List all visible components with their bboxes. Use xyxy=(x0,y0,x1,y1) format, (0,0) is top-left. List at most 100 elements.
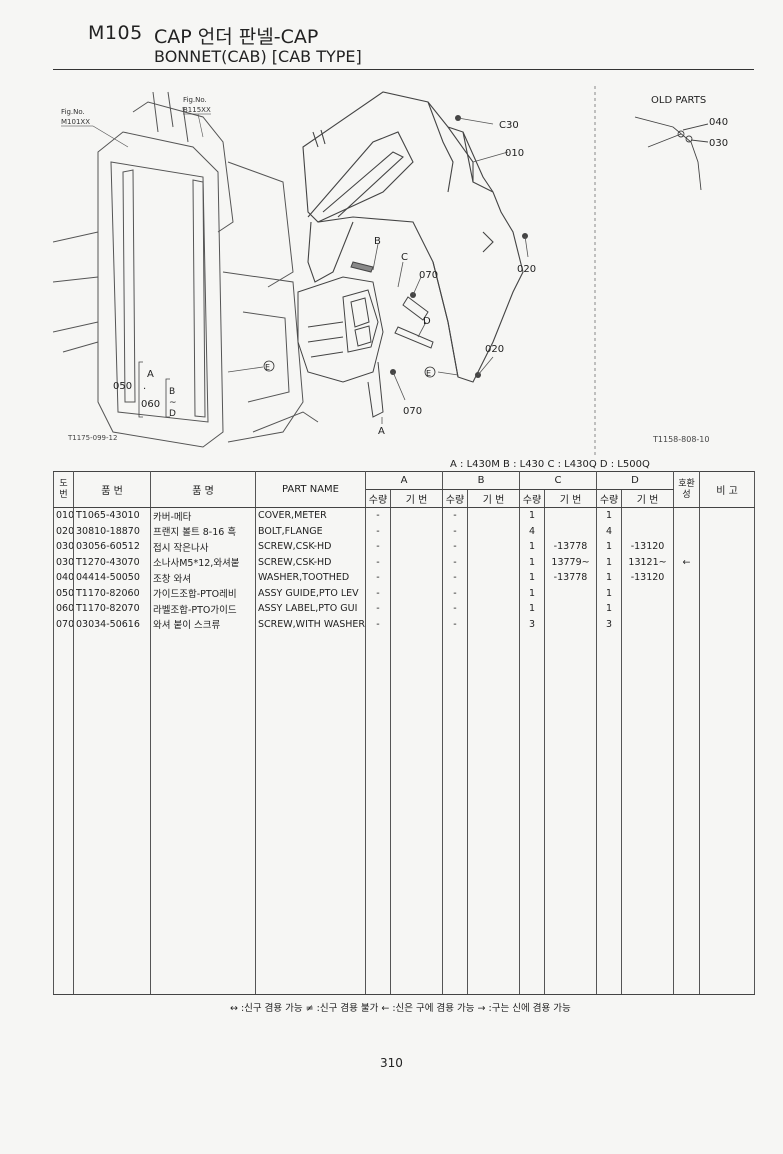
col-header-a: A xyxy=(365,471,443,490)
cell-a-qty: - xyxy=(365,539,391,555)
header-rule xyxy=(53,69,754,70)
cell-b-qty: - xyxy=(442,616,468,632)
cell-compat xyxy=(673,616,701,632)
empty-cell xyxy=(699,632,756,995)
fig-ref-value-2: B115XX xyxy=(183,106,211,114)
cell-b-ser xyxy=(467,554,520,570)
col-header-b: B xyxy=(442,471,520,490)
cell-part-no: T1170-82070 xyxy=(73,601,151,617)
empty-cell xyxy=(519,632,545,995)
cell-c-ser xyxy=(543,601,598,617)
cell-d-qty: 1 xyxy=(596,601,623,617)
fig-ref-label-2: Fig.No. xyxy=(183,96,207,104)
table-filler-row xyxy=(53,632,756,995)
cell-remarks xyxy=(699,616,756,632)
cell-c-qty: 1 xyxy=(519,570,545,586)
col-header-c: C xyxy=(518,471,598,490)
empty-cell xyxy=(673,632,701,995)
col-header-a-serial: 기 번 xyxy=(390,489,443,508)
cell-name-kr: 라벨조합-PTO가이드 xyxy=(150,601,256,617)
cell-compat xyxy=(673,601,701,617)
cell-a-qty: - xyxy=(365,601,391,617)
cell-a-qty: - xyxy=(365,570,391,586)
cell-c-ser: -13778 xyxy=(543,539,598,555)
old-parts-callout-040: 040 xyxy=(709,117,728,128)
cell-d-ser xyxy=(621,601,675,617)
col-header-a-qty: 수량 xyxy=(365,489,391,508)
cell-name-kr: 소나사M5*12,와셔붙 xyxy=(150,554,256,570)
cell-a-ser xyxy=(390,554,443,570)
cell-b-qty: - xyxy=(442,539,468,555)
cell-b-ser xyxy=(467,539,520,555)
cell-b-qty: - xyxy=(442,601,468,617)
old-parts-title: OLD PARTS xyxy=(651,95,706,106)
callout-010: 010 xyxy=(505,148,524,159)
figure-id-right: T1158-808-10 xyxy=(652,435,709,444)
cell-d-ser: 13121~ xyxy=(621,554,675,570)
cell-remarks xyxy=(699,570,756,586)
empty-cell xyxy=(53,632,74,995)
cell-name-kr: 와셔 붙이 스크류 xyxy=(150,616,256,632)
cell-no: 060 xyxy=(53,601,74,617)
cell-remarks xyxy=(699,539,756,555)
group-label-060: 060 xyxy=(141,399,160,410)
callout-070-top: 070 xyxy=(419,270,438,281)
group-label-a: A xyxy=(147,369,154,380)
cell-part-no: T1065-43010 xyxy=(73,507,151,524)
cell-d-qty: 1 xyxy=(596,570,623,586)
page-title-english: BONNET(CAB) [CAB TYPE] xyxy=(154,47,362,66)
cell-c-qty: 1 xyxy=(519,554,545,570)
empty-cell xyxy=(596,632,623,995)
cell-part-no: 30810-18870 xyxy=(73,523,151,539)
callout-e-right: E xyxy=(426,369,431,378)
cell-part-name: ASSY GUIDE,PTO LEV xyxy=(255,585,366,601)
old-parts-drawing xyxy=(634,116,709,191)
cell-compat xyxy=(673,585,701,601)
cell-part-name: COVER,METER xyxy=(255,507,366,524)
cell-a-qty: - xyxy=(365,554,391,570)
cell-part-no: T1170-82060 xyxy=(73,585,151,601)
empty-cell xyxy=(543,632,598,995)
cell-a-ser xyxy=(390,507,443,524)
col-header-remarks: 비 고 xyxy=(699,471,756,508)
cell-part-no: 03034-50616 xyxy=(73,616,151,632)
group-label-d: D xyxy=(169,409,176,419)
cell-part-no: 04414-50050 xyxy=(73,570,151,586)
col-header-d: D xyxy=(596,471,675,490)
page-number: 310 xyxy=(380,1056,403,1070)
cell-d-ser xyxy=(621,523,675,539)
cell-part-name: ASSY LABEL,PTO GUI xyxy=(255,601,366,617)
cell-a-ser xyxy=(390,601,443,617)
cell-b-ser xyxy=(467,523,520,539)
col-header-b-serial: 기 번 xyxy=(467,489,520,508)
cell-a-ser xyxy=(390,570,443,586)
cell-a-qty: - xyxy=(365,523,391,539)
cell-d-qty: 1 xyxy=(596,539,623,555)
cell-d-ser xyxy=(621,507,675,524)
cell-c-ser xyxy=(543,585,598,601)
cell-no: 070 xyxy=(53,616,74,632)
cell-b-qty: - xyxy=(442,570,468,586)
cell-d-qty: 3 xyxy=(596,616,623,632)
cell-part-no: 03056-60512 xyxy=(73,539,151,555)
cell-b-ser xyxy=(467,585,520,601)
meter-cover-drawing xyxy=(302,91,524,383)
callout-d: D xyxy=(423,316,431,327)
cell-no: 030 xyxy=(53,539,74,555)
callout-070-bottom: 070 xyxy=(403,406,422,417)
cell-c-qty: 3 xyxy=(519,616,545,632)
cell-name-kr: 프랜지 볼트 8-16 흑 xyxy=(150,523,256,539)
callout-e-left-circle xyxy=(263,360,275,372)
callout-b: B xyxy=(374,236,381,247)
empty-cell xyxy=(150,632,256,995)
cell-a-ser xyxy=(390,616,443,632)
old-parts-callout-030: 030 xyxy=(709,138,728,149)
cell-remarks xyxy=(699,585,756,601)
cell-d-ser: -13120 xyxy=(621,570,675,586)
cell-compat xyxy=(673,523,701,539)
parts-diagram: C30 010 020 070 020 070 B C D A E E Fig.… xyxy=(53,86,728,457)
cell-no: 020 xyxy=(53,523,74,539)
